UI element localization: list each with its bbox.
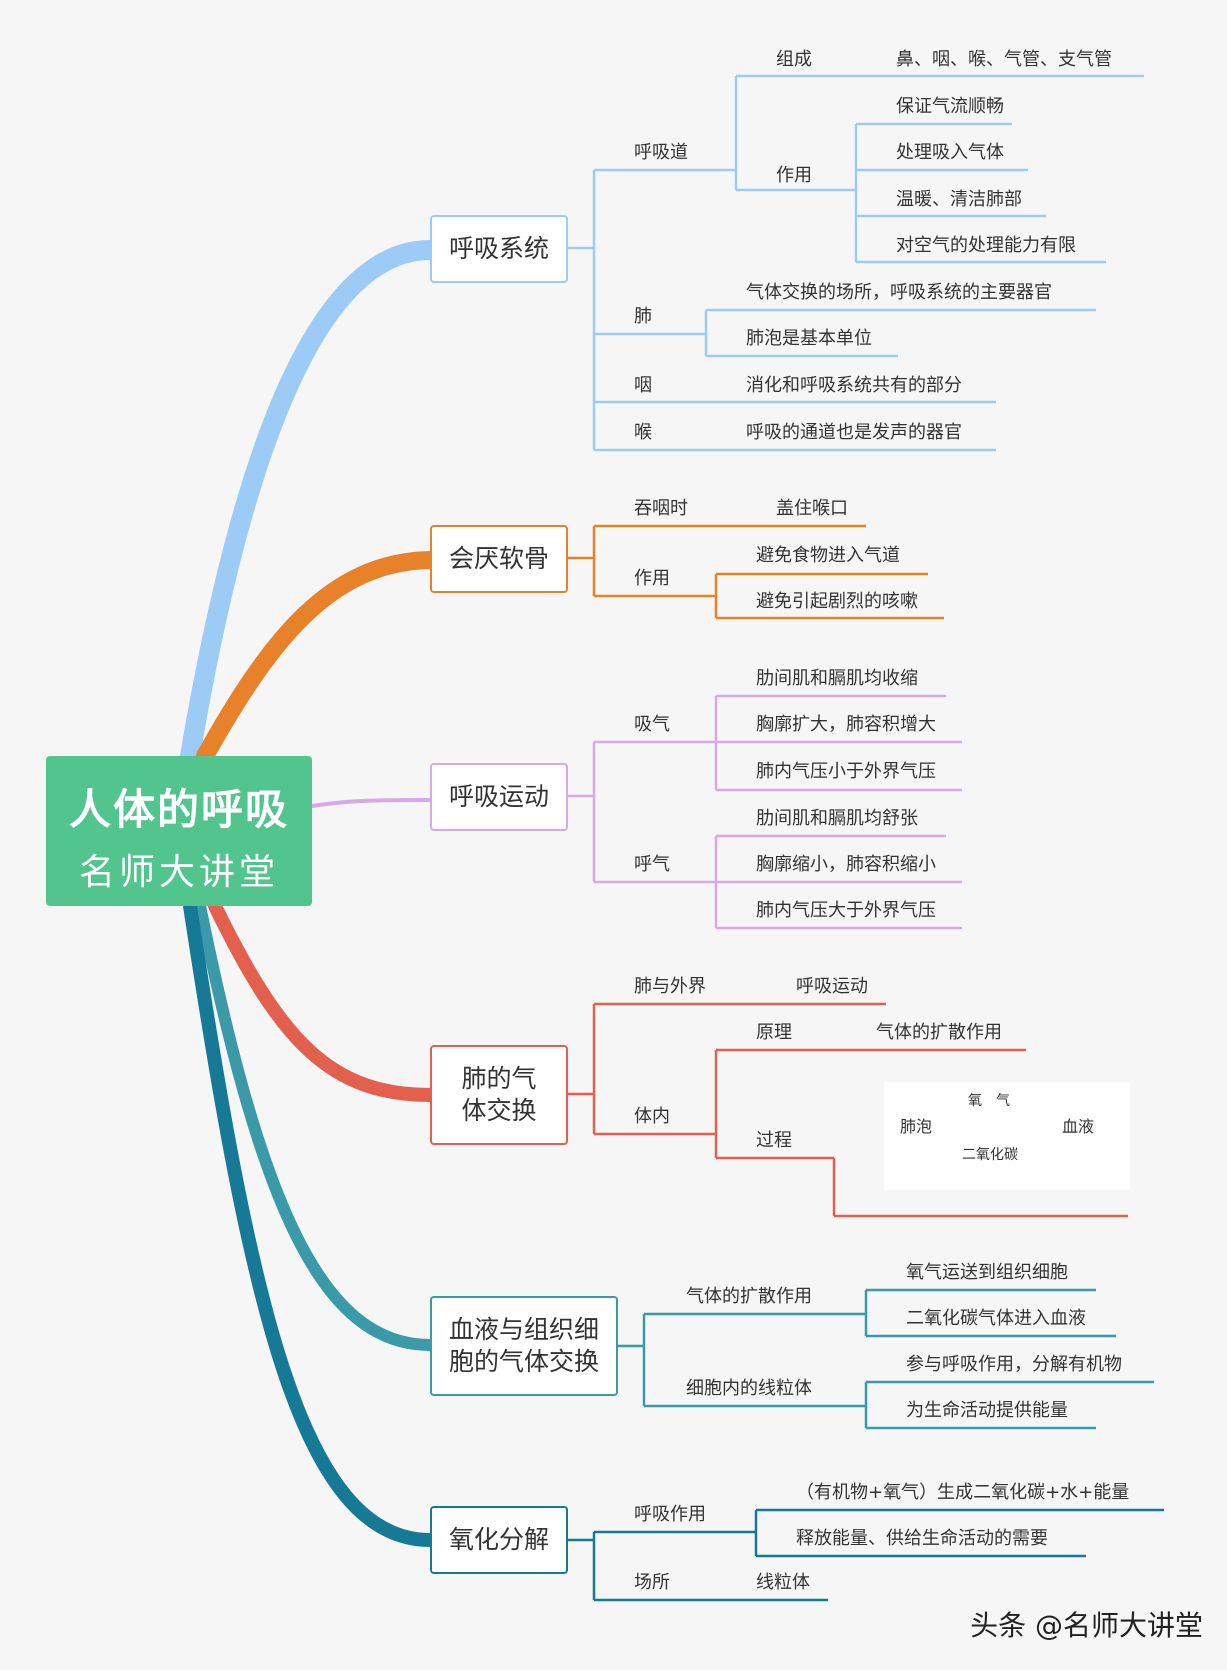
branch-breathing-movement: [310, 798, 432, 808]
topic-breathing-movement[interactable]: 呼吸运动: [430, 763, 568, 831]
topic-label: 呼吸系统: [448, 234, 549, 263]
watermark: 头条 @名师大讲堂: [970, 1609, 1203, 1642]
branch-respiratory-system: [180, 240, 440, 766]
node-in-1[interactable]: 肋间肌和膈肌均收缩: [756, 668, 918, 689]
topic-label: 呼吸运动: [448, 782, 549, 811]
node-diff-2[interactable]: 二氧化碳气体进入血液: [906, 1308, 1086, 1329]
branch-lung-exchange: [208, 899, 437, 1102]
node-internal[interactable]: 体内: [634, 1106, 670, 1127]
node-ex-2[interactable]: 胸廓缩小，肺容积缩小: [756, 854, 936, 875]
node-lung-1[interactable]: 气体交换的场所，呼吸系统的主要器官: [746, 282, 1052, 303]
eq-alveoli: 肺泡: [900, 1117, 933, 1136]
exchange-equation-box: [884, 1082, 1130, 1190]
node-in-2[interactable]: 胸廓扩大，肺容积增大: [756, 714, 936, 735]
node-func-2[interactable]: 处理吸入气体: [896, 142, 1004, 163]
topic-label: 肺的气体交换: [461, 1064, 537, 1125]
node-diff-1[interactable]: 氧气运送到组织细胞: [906, 1262, 1068, 1283]
node-respiration[interactable]: 呼吸作用: [634, 1504, 706, 1525]
topic-label: 血液与组织细胞的气体交换: [448, 1315, 599, 1376]
node-pharynx[interactable]: 咽: [634, 375, 652, 396]
node-lung-outside-value[interactable]: 呼吸运动: [796, 976, 868, 997]
node-epi-1[interactable]: 避免食物进入气道: [756, 545, 900, 566]
topic-respiratory-system[interactable]: 呼吸系统: [430, 215, 568, 283]
eq-co2: 二氧化碳: [962, 1147, 1018, 1163]
node-principle-value[interactable]: 气体的扩散作用: [876, 1022, 1002, 1043]
connectors-breathing-movement: [566, 694, 962, 930]
node-func-1[interactable]: 保证气流顺畅: [896, 96, 1004, 117]
node-resp-2[interactable]: 释放能量、供给生命活动的需要: [796, 1528, 1048, 1549]
node-site[interactable]: 场所: [634, 1572, 670, 1593]
topic-tissue-exchange[interactable]: 血液与组织细胞的气体交换: [430, 1296, 618, 1396]
node-func-3[interactable]: 温暖、清洁肺部: [896, 189, 1022, 210]
branch-tissue-exchange: [194, 900, 436, 1351]
connectors-lung-exchange: [566, 1002, 1128, 1218]
node-mitochondria[interactable]: 细胞内的线粒体: [686, 1378, 812, 1399]
node-swallow-value[interactable]: 盖住喉口: [776, 498, 848, 519]
connectors-respiratory-system: [566, 74, 1144, 452]
node-exhale[interactable]: 呼气: [634, 854, 670, 875]
eq-blood: 血液: [1062, 1117, 1095, 1136]
topic-lung-exchange[interactable]: 肺的气体交换: [430, 1045, 568, 1145]
node-diffusion[interactable]: 气体的扩散作用: [686, 1286, 812, 1307]
node-inhale[interactable]: 吸气: [634, 714, 670, 735]
node-lung-outside[interactable]: 肺与外界: [634, 976, 706, 997]
topic-oxidation[interactable]: 氧化分解: [430, 1506, 568, 1574]
node-resp-1[interactable]: （有机物+氧气）生成二氧化碳+水+能量: [796, 1482, 1130, 1503]
topic-epiglottis[interactable]: 会厌软骨: [430, 525, 568, 593]
node-func-4[interactable]: 对空气的处理能力有限: [896, 235, 1076, 256]
node-epi-2[interactable]: 避免引起剧烈的咳嗽: [756, 591, 918, 612]
connectors-tissue-exchange: [616, 1288, 1154, 1430]
node-larynx-value[interactable]: 呼吸的通道也是发声的器官: [746, 422, 962, 443]
node-lung[interactable]: 肺: [634, 306, 652, 327]
node-ex-3[interactable]: 肺内气压大于外界气压: [756, 900, 936, 921]
node-larynx[interactable]: 喉: [634, 422, 652, 443]
connectors-epiglottis: [566, 524, 944, 620]
node-lung-2[interactable]: 肺泡是基本单位: [746, 328, 872, 349]
node-principle[interactable]: 原理: [756, 1022, 792, 1043]
branch-oxidation: [183, 899, 437, 1547]
node-pharynx-value[interactable]: 消化和呼吸系统共有的部分: [746, 375, 962, 396]
node-in-3[interactable]: 肺内气压小于外界气压: [756, 761, 936, 782]
connectors-oxidation: [566, 1508, 1164, 1602]
node-composition[interactable]: 组成: [776, 49, 812, 70]
root-title: 人体的呼吸: [68, 785, 289, 834]
node-site-value[interactable]: 线粒体: [756, 1572, 810, 1593]
node-ex-1[interactable]: 肋间肌和膈肌均舒张: [756, 808, 918, 829]
topic-label: 会厌软骨: [448, 544, 549, 573]
node-composition-value[interactable]: 鼻、咽、喉、气管、支气管: [896, 49, 1112, 70]
topic-label: 氧化分解: [448, 1525, 549, 1554]
root-topic[interactable]: 人体的呼吸 名师大讲堂: [46, 756, 312, 906]
root-subtitle: 名师大讲堂: [78, 852, 279, 893]
branch-epiglottis: [196, 551, 439, 765]
node-epi-function[interactable]: 作用: [634, 568, 670, 589]
node-mito-1[interactable]: 参与呼吸作用，分解有机物: [906, 1354, 1122, 1375]
node-function[interactable]: 作用: [776, 165, 812, 186]
node-mito-2[interactable]: 为生命活动提供能量: [906, 1400, 1068, 1421]
node-resp-tract[interactable]: 呼吸道: [634, 142, 688, 163]
node-swallow[interactable]: 吞咽时: [634, 498, 688, 519]
eq-oxygen: 氧 气: [968, 1093, 1010, 1109]
node-process[interactable]: 过程: [756, 1130, 792, 1151]
